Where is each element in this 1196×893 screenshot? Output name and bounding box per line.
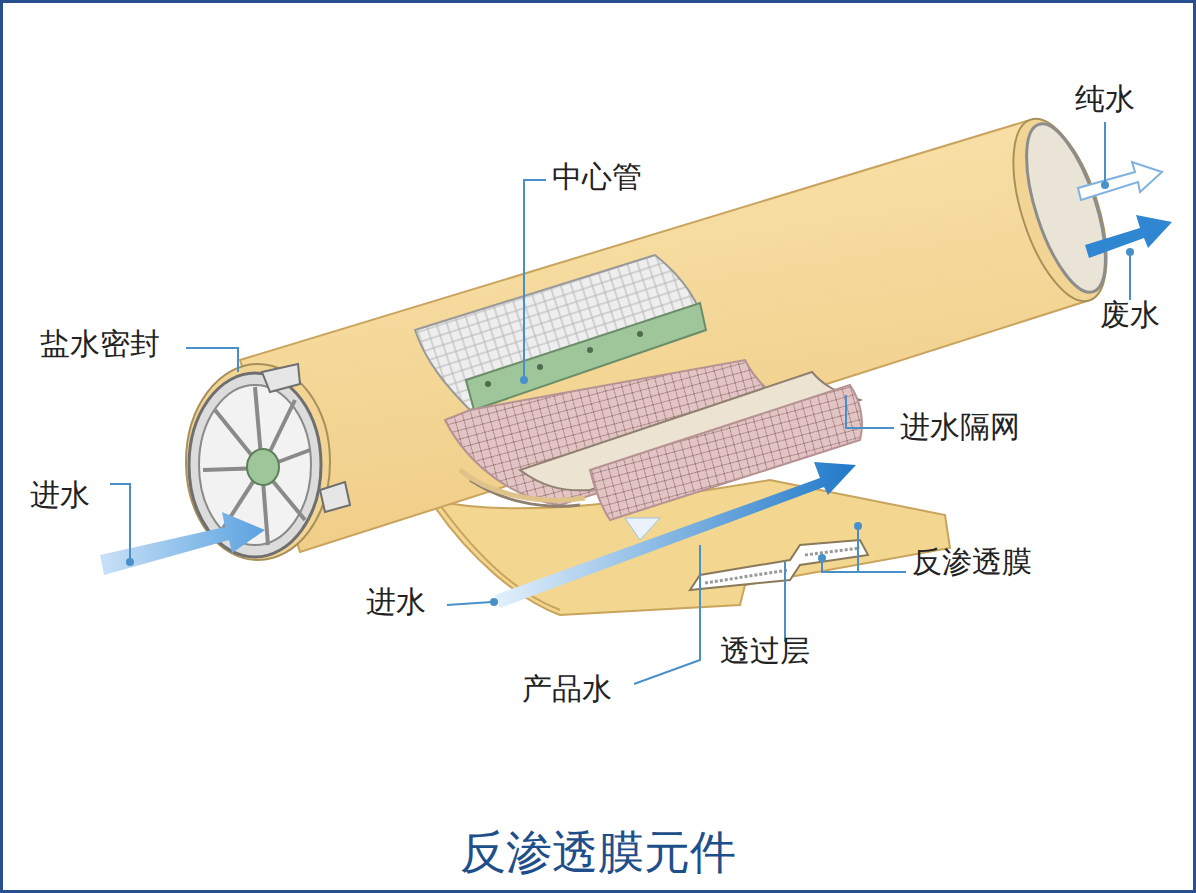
part-label: 盐水密封	[40, 327, 160, 362]
part-label: 进水	[30, 478, 90, 513]
part-label: 反渗透膜	[912, 545, 1032, 580]
part-label: 纯水	[1075, 82, 1135, 117]
part-label: 中心管	[552, 160, 642, 195]
part-label: 透过层	[720, 634, 810, 669]
part-label: 进水	[366, 585, 426, 620]
part-label: 产品水	[522, 672, 612, 707]
part-label: 进水隔网	[900, 410, 1020, 445]
diagram-title: 反渗透膜元件	[460, 827, 736, 878]
part-label: 废水	[1100, 298, 1160, 333]
